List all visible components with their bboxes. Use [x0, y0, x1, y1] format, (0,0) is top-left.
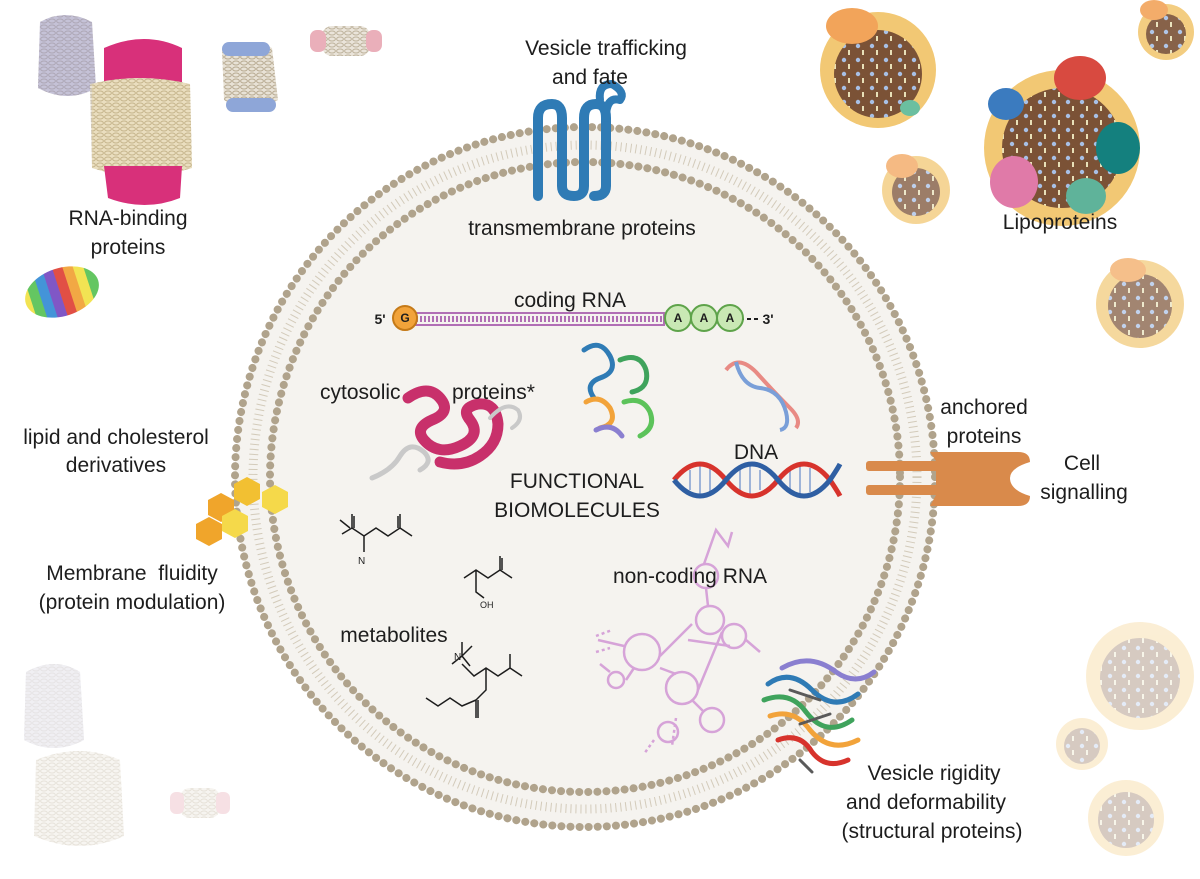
lipoprotein-faint-small [1056, 718, 1108, 770]
lipoprotein-top-right [1138, 0, 1194, 60]
label-functional-2: BIOMOLECULES [494, 499, 660, 522]
label-rigidity-1: Vesicle rigidity [867, 762, 1001, 785]
label-transmembrane-proteins: transmembrane proteins [468, 217, 696, 240]
label-chem-n-carnitine: N [454, 652, 461, 663]
rna-binding-protein-barrel-lavender [38, 15, 96, 96]
label-metabolites: metabolites [340, 624, 447, 647]
rna-binding-protein-barrel-blue [222, 42, 278, 112]
metabolite-lactate [463, 556, 513, 599]
label-chem-n-glutamate: N [358, 556, 365, 567]
label-lipoproteins: Lipoproteins [1003, 211, 1117, 234]
label-three-prime: 3' [762, 311, 773, 327]
lipoprotein-large [984, 56, 1140, 226]
label-rna-binding-1: RNA-binding [68, 207, 187, 230]
noncoding-rna-structure [595, 527, 761, 755]
label-five-prime: 5' [374, 311, 385, 327]
transmembrane-protein [533, 80, 626, 201]
label-poly-a-2: A [700, 311, 709, 325]
label-membrane-fluidity-2: (protein modulation) [39, 591, 226, 614]
rna-binding-protein-barrel-faint-1 [24, 664, 84, 748]
label-vesicle-trafficking-1: Vesicle trafficking [525, 37, 687, 60]
lipoprotein-top-left [820, 8, 936, 128]
label-cell-signalling-2: signalling [1040, 481, 1128, 504]
cap-bead [392, 305, 418, 331]
anchored-protein [866, 452, 1030, 506]
label-rigidity-3: (structural proteins) [842, 820, 1023, 843]
poly-a-bead-3 [716, 304, 744, 332]
lipoprotein-small [882, 154, 950, 224]
label-cell-signalling-1: Cell [1064, 452, 1100, 475]
rna-binding-protein-barrel-faint-2 [34, 751, 124, 846]
label-coding-rna: coding RNA [514, 289, 626, 312]
label-noncoding-rna: non-coding RNA [613, 565, 767, 588]
lipoprotein-faint-large [1086, 622, 1194, 730]
metabolite-glutamate [339, 514, 413, 552]
label-chem-oh-lactate: OH [480, 600, 494, 610]
label-poly-a-3: A [726, 311, 735, 325]
label-functional-1: FUNCTIONAL [510, 470, 644, 493]
metabolite-carnitine [425, 642, 523, 718]
dna-small [724, 360, 800, 432]
dna-double-helix [672, 461, 843, 499]
label-proteins-star: proteins* [452, 381, 535, 404]
folded-protein-structure [581, 342, 655, 439]
label-anchored-2: proteins [947, 425, 1022, 448]
label-rigidity-2: and deformability [846, 791, 1006, 814]
label-rna-binding-2: proteins [91, 236, 166, 259]
lipoprotein-faint-bottom [1088, 780, 1164, 856]
structural-protein [761, 658, 877, 774]
label-lipid-1: lipid and cholesterol [23, 426, 209, 449]
cytosolic-protein-ribbon [369, 385, 522, 481]
label-cap: G [400, 311, 409, 325]
rna-binding-protein-barrel-rainbow [25, 266, 99, 318]
lipid-hexagons [196, 477, 288, 546]
rna-binding-protein-barrel-pink [310, 26, 382, 56]
rna-binding-protein-barrel-main [90, 39, 192, 205]
label-dna: DNA [734, 441, 778, 464]
label-anchored-1: anchored [940, 396, 1028, 419]
rna-binding-protein-barrel-faint-3 [170, 788, 230, 818]
lipoprotein-right [1096, 258, 1184, 348]
label-lipid-2: derivatives [66, 454, 166, 477]
label-membrane-fluidity-1: Membrane fluidity [46, 562, 218, 585]
label-poly-a-1: A [674, 311, 683, 325]
label-cytosolic: cytosolic [320, 381, 401, 404]
label-vesicle-trafficking-2: and fate [552, 66, 628, 89]
